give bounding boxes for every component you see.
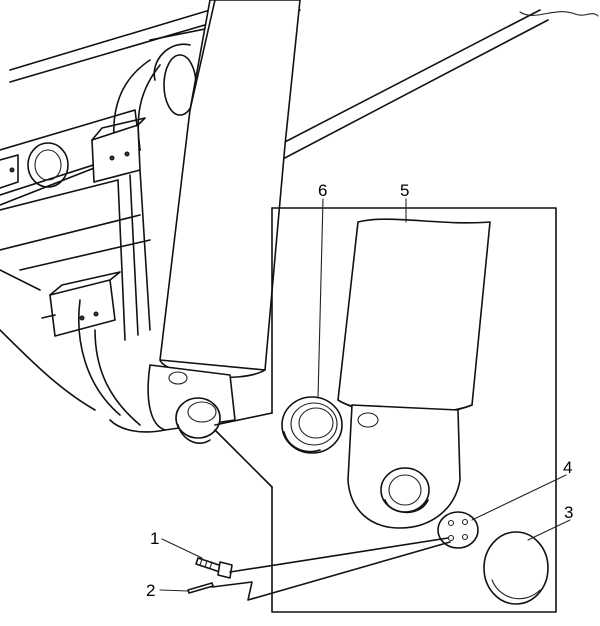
callout-4: 4 [563,458,572,477]
part-3-end-cover [483,531,549,605]
callout-labels: 1 2 3 4 5 6 [146,181,573,600]
detail-frame [214,207,557,613]
callout-1: 1 [150,529,159,548]
part-6-bearing-ring [281,396,343,454]
part-5-rod-eye [337,218,491,529]
callout-6: 6 [318,181,327,200]
part-1-bolt [195,557,233,579]
callout-2: 2 [146,581,155,600]
part-4-retaining-plate [437,511,479,549]
callout-5: 5 [400,181,409,200]
part-2-pin [187,582,214,594]
leader-lines [159,198,571,592]
hydraulic-cylinder [147,0,301,444]
callout-3: 3 [564,503,573,522]
machine-frame [0,9,599,433]
assembly-lines [211,537,451,601]
